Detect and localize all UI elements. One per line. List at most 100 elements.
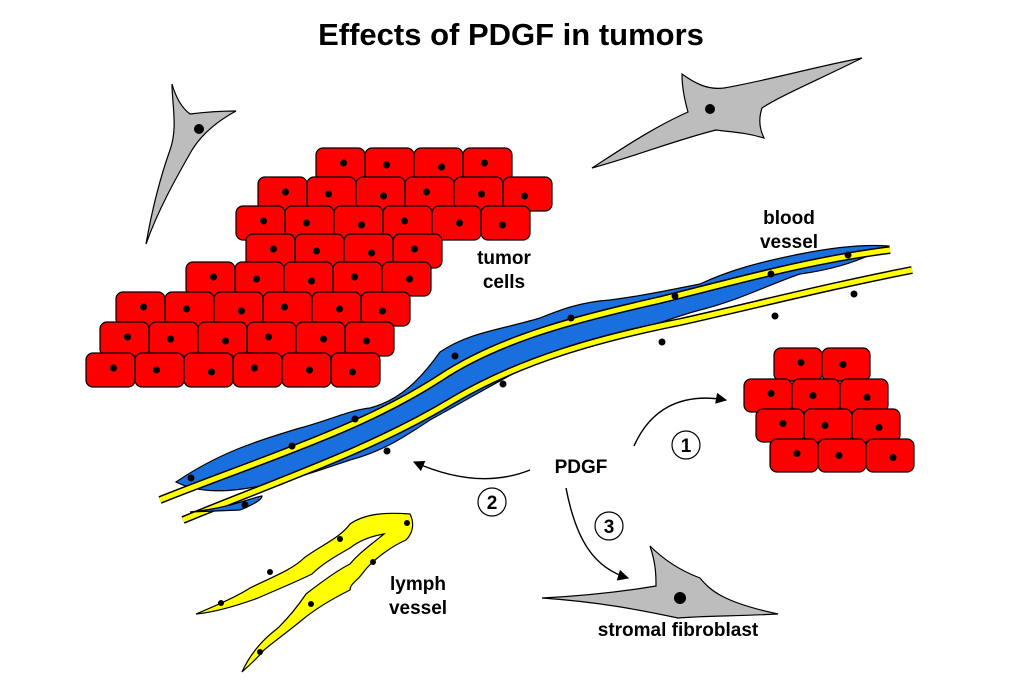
arrow-1 — [633, 392, 728, 447]
nucleus — [379, 307, 386, 315]
nucleus — [336, 305, 343, 313]
nucleus — [282, 188, 289, 196]
nucleus — [349, 368, 356, 376]
nucleus — [260, 217, 267, 225]
fibroblast-top-right — [591, 57, 863, 169]
tumor-cell — [360, 291, 411, 327]
tumor-cell-cluster-main — [85, 147, 553, 388]
nucleus — [438, 163, 445, 171]
nucleus — [325, 190, 332, 198]
nucleus — [380, 192, 387, 200]
nucleus — [124, 333, 131, 341]
nucleus — [265, 333, 272, 341]
tumor-cell — [755, 408, 805, 443]
nucleus — [308, 277, 315, 285]
tumor-cell — [344, 321, 395, 357]
label-lymph-vessel-line2: vessel — [389, 598, 447, 619]
tumor-cell — [773, 347, 823, 382]
nucleus — [358, 221, 365, 229]
nucleus — [835, 452, 843, 459]
step-3-badge: 3 — [594, 511, 624, 541]
label-tumor-cells-line2: cells — [483, 272, 525, 293]
tumor-cell — [246, 321, 297, 357]
nucleus — [208, 368, 215, 376]
label-pdgf: PDGF — [555, 457, 608, 478]
nucleus — [499, 221, 506, 229]
nucleus — [889, 454, 897, 461]
nucleus — [793, 450, 801, 457]
nucleus — [821, 422, 829, 429]
nucleus — [313, 247, 320, 255]
nucleus — [478, 190, 485, 198]
nucleus — [797, 359, 805, 366]
tumor-cell — [262, 291, 313, 327]
step-2-badge: 2 — [477, 487, 507, 517]
nucleus — [270, 245, 277, 253]
tumor-cell — [769, 438, 819, 473]
nucleus — [423, 188, 430, 196]
nucleus — [363, 337, 370, 345]
tumor-cell — [183, 352, 234, 388]
nucleus — [167, 335, 174, 343]
step-1-badge: 1 — [671, 430, 701, 460]
nucleus — [779, 420, 787, 427]
tumor-cell — [85, 352, 136, 388]
tumor-cell-cluster-small — [743, 347, 915, 473]
nucleus — [320, 335, 327, 343]
tumor-cell — [197, 321, 248, 357]
tumor-cell — [743, 378, 793, 413]
tumor-cell — [851, 408, 901, 443]
nucleus — [809, 392, 817, 399]
tumor-cell — [332, 261, 383, 297]
tumor-cell — [865, 438, 915, 473]
fibroblast-top-left — [145, 83, 237, 245]
label-blood-vessel-line2: vessel — [760, 232, 818, 253]
svg-text:2: 2 — [487, 493, 498, 514]
nucleus — [411, 245, 418, 253]
nucleus — [383, 161, 390, 169]
nucleus — [839, 361, 847, 368]
nucleus — [351, 273, 358, 281]
nucleus — [767, 390, 775, 397]
tumor-cell — [480, 205, 531, 241]
stromal-fibroblast — [541, 545, 779, 619]
nucleus — [210, 273, 217, 281]
nucleus — [875, 424, 883, 431]
tumor-cell — [213, 291, 264, 327]
nucleus — [281, 303, 288, 311]
arrow-3 — [565, 487, 630, 581]
nucleus — [406, 275, 413, 283]
nucleus — [183, 305, 190, 313]
svg-text:3: 3 — [604, 517, 615, 538]
nucleus — [401, 217, 408, 225]
label-stromal-fibroblast: stromal fibroblast — [598, 620, 759, 641]
tumor-cell — [232, 352, 283, 388]
label-blood-vessel-line1: blood — [763, 208, 815, 229]
label-tumor-cells-line1: tumor — [477, 248, 531, 269]
nucleus — [456, 219, 463, 227]
tumor-cell — [330, 352, 381, 388]
nucleus — [222, 337, 229, 345]
diagram-title: Effects of PDGF in tumors — [318, 17, 704, 52]
svg-text:1: 1 — [681, 436, 692, 457]
arrow-2 — [412, 460, 531, 480]
nucleus — [368, 249, 375, 257]
nucleus — [153, 366, 160, 374]
nucleus — [238, 307, 245, 315]
nucleus — [140, 303, 147, 311]
tumor-cell — [115, 291, 166, 327]
lymph-vessel — [195, 512, 414, 673]
nucleus — [306, 366, 313, 374]
nucleus — [253, 275, 260, 283]
nucleus — [251, 364, 258, 372]
nucleus — [521, 192, 528, 200]
nucleus — [110, 364, 117, 372]
nucleus — [481, 159, 488, 167]
blood-vessel — [158, 244, 913, 524]
nucleus — [303, 219, 310, 227]
tumor-cell — [283, 261, 334, 297]
nucleus — [340, 159, 347, 167]
tumor-cell — [99, 321, 150, 357]
tumor-cell — [185, 261, 236, 297]
